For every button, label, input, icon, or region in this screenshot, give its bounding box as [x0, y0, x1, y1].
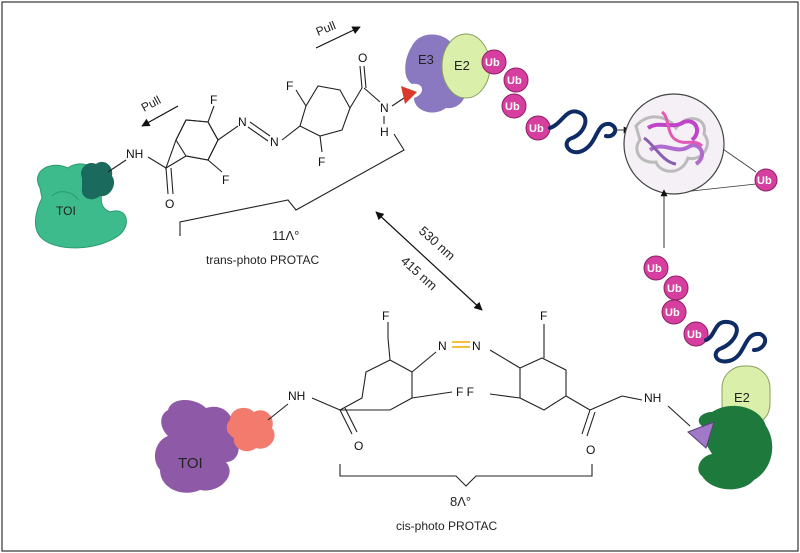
e3-label: E3	[418, 52, 434, 67]
ub-bottom-2: Ub	[667, 283, 682, 295]
ub-top-3: Ub	[505, 101, 520, 113]
e3-ligand-bottom	[687, 421, 715, 449]
atom-n-2: N	[270, 135, 279, 149]
atom-o-cis-left: O	[354, 439, 363, 453]
atom-f-1: F	[210, 93, 217, 107]
ub-chain-top: Ub Ub Ub Ub	[481, 49, 551, 141]
toi-label-top: TOI	[56, 204, 76, 218]
ub-top-1: Ub	[485, 57, 500, 69]
atom-n-cis-1: N	[438, 339, 447, 353]
atom-f-2: F	[222, 173, 229, 187]
atom-n-amide: N	[380, 101, 389, 115]
proteasome-zoom: Ub	[623, 93, 778, 195]
cis-caption: cis-photo PROTAC	[396, 519, 497, 533]
atom-o-left: O	[165, 197, 174, 211]
atom-nh-left: NH	[126, 147, 143, 161]
photoswitch-arrow	[375, 211, 483, 311]
ub-top-2: Ub	[507, 75, 522, 87]
atom-nh-cis-left: NH	[288, 389, 305, 403]
protein-chain-top	[548, 109, 618, 155]
toi-label-bottom: TOI	[178, 455, 203, 472]
atom-o-cis-right: O	[586, 443, 595, 457]
trans-linker-structure: NH O F F N N F F O N H	[107, 51, 405, 211]
warhead-bottom	[226, 407, 275, 452]
pull-arrow-top	[315, 26, 361, 49]
light-530nm: 530 nm	[416, 223, 458, 263]
pull-label-left: Pull	[139, 93, 163, 115]
cis-linker-structure: NH O F N N F F F O NH	[267, 309, 691, 457]
ub-bottom-4: Ub	[687, 329, 702, 341]
toi-protein-top	[35, 163, 127, 249]
e2-label-bottom: E2	[734, 390, 750, 405]
atom-f-cis-1: F	[382, 309, 389, 323]
ub-bottom-1: Ub	[647, 263, 662, 275]
atom-h-amide: H	[380, 125, 389, 139]
atom-ff-cis: F F	[456, 385, 474, 399]
ub-zoom: Ub	[757, 175, 772, 187]
light-415nm: 415 nm	[398, 253, 440, 293]
warhead-top	[81, 161, 115, 200]
toi-protein-bottom	[154, 400, 239, 493]
atom-o-top: O	[358, 51, 367, 65]
atom-f-cis-2: F	[540, 309, 547, 323]
distance-cis: 8Λ°	[450, 494, 471, 509]
e3-ligase-bottom	[698, 405, 773, 490]
pull-label-top: Pull	[314, 18, 338, 38]
atom-f-3: F	[286, 79, 293, 93]
e3-ligand-top	[401, 86, 417, 104]
atom-nh-cis-right: NH	[644, 391, 661, 405]
atom-f-4: F	[318, 155, 325, 169]
protein-chain-bottom	[704, 319, 768, 364]
e2-label-top: E2	[454, 58, 470, 73]
bracket-trans	[179, 133, 405, 236]
ub-chain-bottom: Ub Ub Ub Ub	[643, 255, 709, 347]
atom-n-1: N	[238, 115, 247, 129]
trans-caption: trans-photo PROTAC	[206, 253, 319, 267]
ub-bottom-3: Ub	[665, 307, 680, 319]
bracket-cis	[339, 464, 593, 487]
distance-trans: 11Λ°	[272, 228, 299, 243]
atom-n-cis-2: N	[472, 339, 481, 353]
ub-top-4: Ub	[529, 123, 544, 135]
pull-arrow-left	[141, 105, 179, 127]
